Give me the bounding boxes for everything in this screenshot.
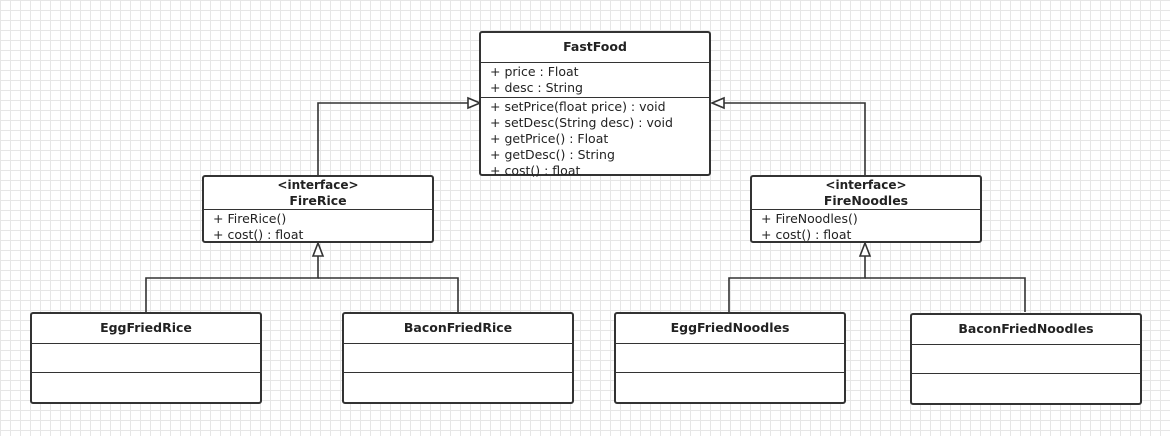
operations-section (32, 373, 260, 375)
operation: + cost() : float (490, 163, 581, 178)
firerice-to-fastfood-arrow (467, 96, 483, 110)
stereotype-label: <interface> (825, 178, 907, 192)
class-name: BaconFriedRice (403, 320, 513, 335)
to-firerice-arrow (311, 240, 325, 257)
operation: + setPrice(float price) : void (490, 99, 666, 114)
operation: + getDesc() : String (490, 147, 615, 162)
operation: + setDesc(String desc) : void (490, 115, 673, 130)
firenoodles-to-fastfood-line (724, 102, 866, 175)
class-baconfriednoodles[interactable]: BaconFriedNoodles (910, 313, 1142, 405)
operations-section (344, 373, 572, 375)
operations-section (912, 374, 1140, 376)
operations-section: + FireNoodles() + cost() : float (752, 210, 980, 244)
class-eggfriednoodles[interactable]: EggFriedNoodles (614, 312, 846, 404)
attributes-section: + price : Float + desc : String (481, 63, 709, 98)
attributes-section (32, 344, 260, 373)
eggfriednoodles-to-firenoodles-line (728, 256, 866, 312)
class-fastfood[interactable]: FastFood + price : Float + desc : String… (479, 31, 711, 178)
class-name: EggFriedNoodles (670, 320, 790, 335)
operations-section: + setPrice(float price) : void + setDesc… (481, 98, 709, 180)
class-eggfriedrice[interactable]: EggFriedRice (30, 312, 262, 404)
firerice-to-fastfood-line (317, 102, 468, 175)
operation: + FireNoodles() (761, 211, 858, 226)
class-name: FireRice (289, 193, 347, 208)
class-name: FireNoodles (823, 193, 909, 208)
operation: + cost() : float (761, 227, 852, 242)
attribute: + desc : String (490, 80, 583, 95)
operation: + FireRice() (213, 211, 287, 226)
class-baconfriedrice[interactable]: BaconFriedRice (342, 312, 574, 404)
class-firenoodles[interactable]: <interface> FireNoodles + FireNoodles() … (750, 175, 982, 243)
operations-section (616, 373, 844, 375)
to-firenoodles-arrow (858, 240, 872, 257)
firenoodles-to-fastfood-arrow (709, 96, 725, 110)
attributes-section (912, 345, 1140, 374)
attributes-section (344, 344, 572, 373)
attribute: + price : Float (490, 64, 579, 79)
stereotype-label: <interface> (277, 178, 359, 192)
eggfriedrice-to-firerice-line (145, 256, 319, 312)
baconfriednoodles-to-firenoodles-line (865, 277, 1026, 312)
operation: + cost() : float (213, 227, 304, 242)
class-firerice[interactable]: <interface> FireRice + FireRice() + cost… (202, 175, 434, 243)
attributes-section (616, 344, 844, 373)
baconfriedrice-to-firerice-line (318, 277, 459, 312)
class-name: FastFood (563, 39, 627, 54)
operation: + getPrice() : Float (490, 131, 609, 146)
operations-section: + FireRice() + cost() : float (204, 210, 432, 244)
class-name: BaconFriedNoodles (958, 321, 1094, 336)
class-name: EggFriedRice (100, 320, 192, 335)
